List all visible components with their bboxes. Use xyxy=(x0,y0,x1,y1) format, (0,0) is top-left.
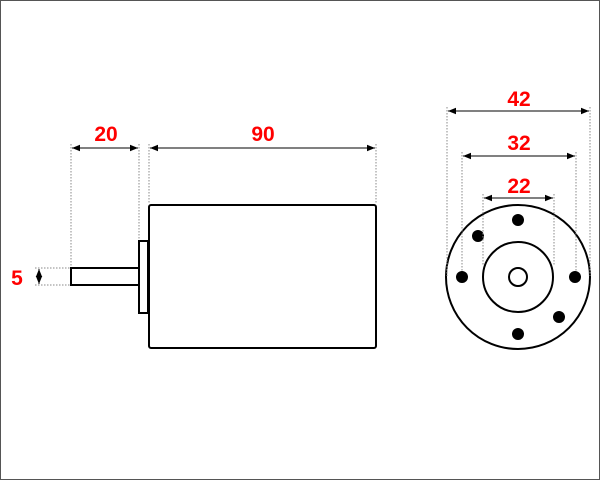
dim-body-length: 90 xyxy=(251,123,274,146)
bolt-holes xyxy=(456,214,581,340)
bolt-hole xyxy=(456,271,468,283)
dim-outer-diameter: 42 xyxy=(507,88,530,111)
flange xyxy=(138,240,149,314)
bolt-hole xyxy=(472,230,484,242)
bolt-hole xyxy=(512,328,524,340)
shaft-hole xyxy=(508,267,528,287)
dim-bolt-circle: 32 xyxy=(507,132,530,155)
bolt-hole xyxy=(569,271,581,283)
bolt-hole xyxy=(553,311,565,323)
bolt-hole xyxy=(512,214,524,226)
motor-body xyxy=(148,204,377,349)
side-view: 20 90 5 xyxy=(11,123,377,349)
dim-pilot-diameter: 22 xyxy=(507,175,530,198)
dim-shaft-diameter: 5 xyxy=(11,267,23,290)
shaft xyxy=(70,267,140,286)
dim-shaft-length: 20 xyxy=(94,123,117,146)
front-view: 42 32 22 xyxy=(445,88,591,350)
